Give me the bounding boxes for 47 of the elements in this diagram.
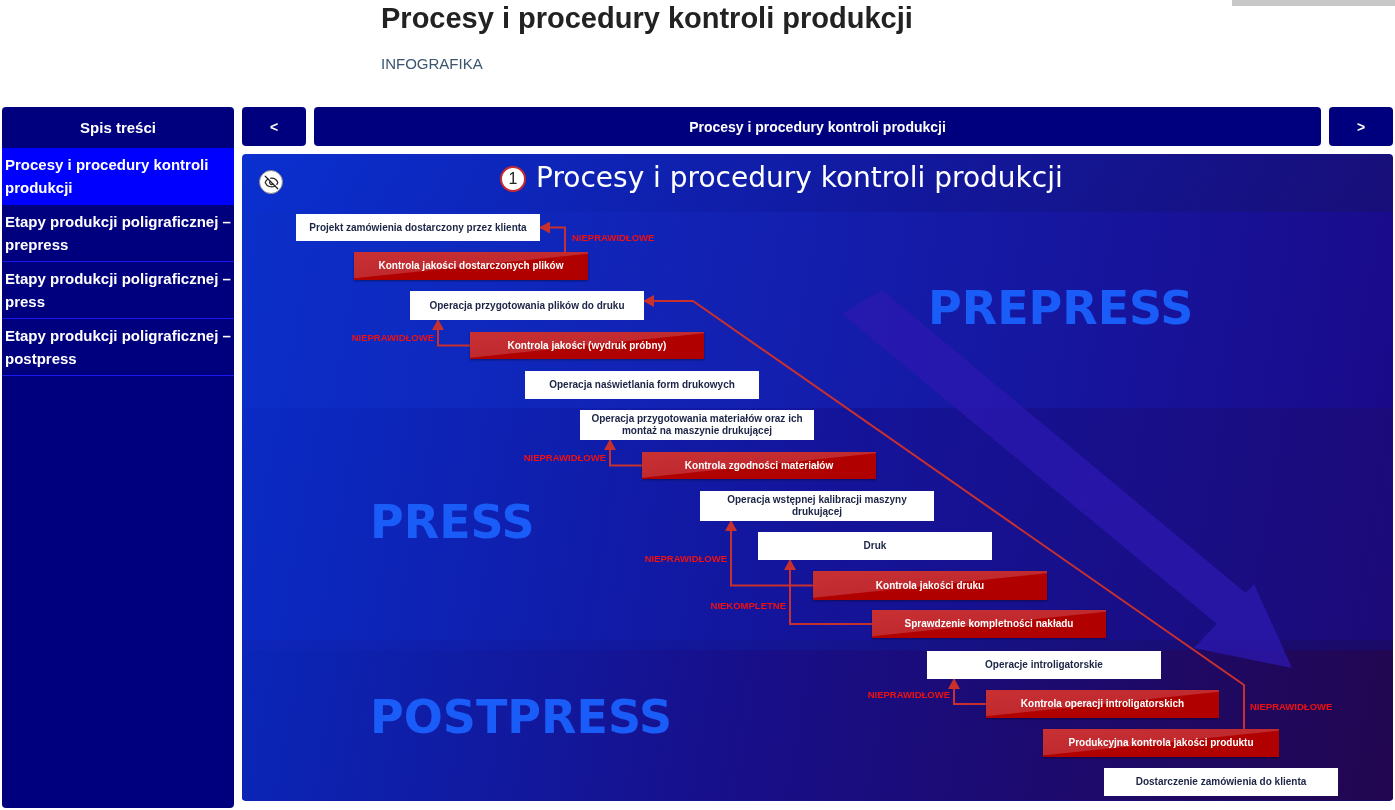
- control-step-box: Sprawdzenie kompletności nakładu: [872, 610, 1106, 638]
- process-box: Operacja wstępnej kalibracji maszyny drukującej: [700, 491, 934, 521]
- process-box: Druk: [758, 532, 992, 560]
- toc-link: Procesy i procedury kontroli produkcji: [2, 148, 234, 205]
- process-box: Operacja naświetlania form drukowych: [525, 371, 759, 399]
- control-step-box: Produkcyjna kontrola jakości produktu: [1043, 729, 1279, 757]
- process-box: Operacja przygotowania materiałów oraz ich montaż na maszynie drukującej: [580, 410, 814, 440]
- control-step-box: Kontrola jakości dostarczonych plików: [354, 252, 588, 280]
- process-box: Operacje introligatorskie: [927, 651, 1161, 679]
- edge-label: NIEKOMPLETNE: [710, 600, 786, 612]
- previous-button: <: [242, 107, 306, 146]
- feedback-arrow: [432, 319, 471, 347]
- edge-label: NIEPRAWIDŁOWE: [523, 452, 606, 464]
- process-box: Dostarczenie zamówienia do klienta: [1104, 768, 1338, 796]
- page-subtitle: INFOGRAFIKA: [381, 55, 483, 72]
- process-box: Operacja przygotowania plików do druku: [410, 291, 644, 320]
- edge-label: NIEPRAWIDŁOWE: [644, 553, 727, 565]
- feedback-arrow: [643, 295, 1245, 730]
- sidebar-heading: Spis treści: [79, 118, 157, 138]
- stage-band: [242, 408, 1393, 640]
- toc-link: Etapy produkcji poligraficznej – prepress: [2, 205, 234, 262]
- stage-label: PREPRESS: [928, 282, 1194, 334]
- feedback-arrow: [784, 559, 873, 625]
- edge-label: NIEPRAWIDŁOWE: [572, 232, 655, 244]
- stage-label: POSTPRESS: [370, 691, 673, 743]
- process-box: Projekt zamówienia dostarczony przez klienta: [296, 214, 540, 241]
- control-step-box: Kontrola operacji introligatorskich: [986, 690, 1219, 718]
- edge-label: NIEPRAWIDŁOWE: [1250, 701, 1333, 713]
- toc-link: Etapy produkcji poligraficznej – press: [2, 262, 234, 319]
- next-button: >: [1329, 107, 1393, 146]
- control-step-box: Kontrola jakości druku: [813, 571, 1047, 600]
- feedback-arrow: [725, 520, 814, 587]
- toc-link: Etapy produkcji poligraficznej – postpress: [2, 319, 234, 376]
- feedback-arrow: [604, 439, 643, 467]
- stage-band: [242, 650, 1393, 800]
- section-title-bar: Procesy i procedury kontroli produkcji: [314, 107, 1321, 146]
- edge-label: NIEPRAWIDŁOWE: [867, 689, 950, 701]
- control-step-box: Kontrola zgodności materiałów: [642, 452, 876, 479]
- control-step-box: Kontrola jakości (wydruk próbny): [470, 332, 704, 359]
- feedback-arrow: [539, 221, 566, 253]
- edge-label: NIEPRAWIDŁOWE: [351, 332, 434, 344]
- stage-band: [242, 212, 1393, 408]
- page-title: Procesy i procedury kontroli produkcji: [381, 1, 913, 36]
- stage-label: PRESS: [370, 496, 535, 548]
- feedback-arrow: [948, 678, 987, 705]
- step-number: 1: [500, 166, 526, 192]
- infographic-title: Procesy i procedury kontroli produkcji: [536, 160, 1063, 196]
